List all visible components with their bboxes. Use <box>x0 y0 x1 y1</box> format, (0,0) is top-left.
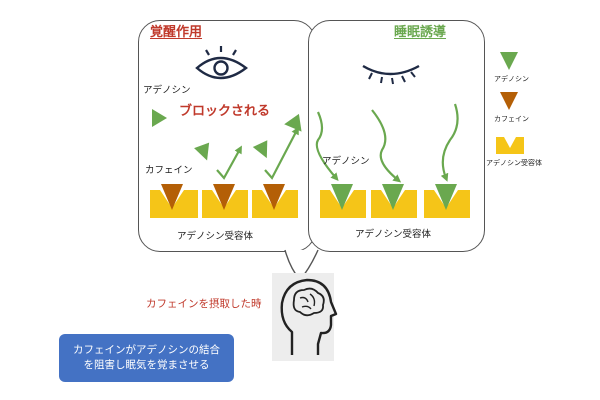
open-eye-icon <box>195 46 248 80</box>
receptor-block <box>371 190 417 218</box>
legend-adenosine-label: アデノシン <box>494 75 529 83</box>
sleep-induction-title: 睡眠誘導 <box>394 25 447 40</box>
adenosine-flow-arrow <box>315 111 339 182</box>
adenosine-label: アデノシン <box>143 85 191 96</box>
adenosine-label: アデノシン <box>322 156 370 167</box>
adenosine-flow-arrow <box>371 109 402 183</box>
closed-eye-icon <box>362 64 420 85</box>
receptor-block <box>424 190 470 218</box>
summary-box: カフェインがアデノシンの結合 を阻害し眠気を覚まさせる <box>59 334 234 382</box>
legend-caffeine-icon <box>500 92 518 110</box>
adenosine-triangle <box>152 109 167 127</box>
legend-caffeine-label: カフェイン <box>494 115 529 123</box>
wake-effect-title: 覚醒作用 <box>150 25 203 40</box>
human-head-brain-icon <box>272 273 338 361</box>
caffeine-label: カフェイン <box>145 165 193 176</box>
adenosine-triangle <box>331 184 353 210</box>
legend-receptor-label: アデノシン受容体 <box>486 159 542 167</box>
adenosine-triangle <box>194 142 210 161</box>
summary-line: カフェインがアデノシンの結合 <box>73 343 220 356</box>
receptor-label: アデノシン受容体 <box>355 229 432 240</box>
receptor-block <box>320 190 366 218</box>
bounce-arrow <box>264 126 299 180</box>
legend-receptor-icon <box>496 137 524 154</box>
caffeine-intake-caption: カフェインを摂取した時 <box>146 298 262 310</box>
receptor-block <box>202 190 248 218</box>
summary-line: を阻害し眠気を覚まさせる <box>83 359 210 371</box>
blocked-label: ブロックされる <box>179 104 271 119</box>
caffeine-triangle <box>161 184 183 210</box>
adenosine-triangle <box>252 140 268 159</box>
bounce-arrow <box>216 145 242 180</box>
receptor-block <box>150 190 198 218</box>
caffeine-triangle <box>263 184 285 210</box>
caffeine-triangle <box>213 184 235 210</box>
adenosine-triangle <box>435 184 457 210</box>
adenosine-triangle <box>382 184 404 210</box>
receptor-block <box>252 190 298 218</box>
receptor-label: アデノシン受容体 <box>177 231 254 242</box>
adenosine-flow-arrow <box>440 103 459 182</box>
legend-adenosine-icon <box>500 52 518 70</box>
